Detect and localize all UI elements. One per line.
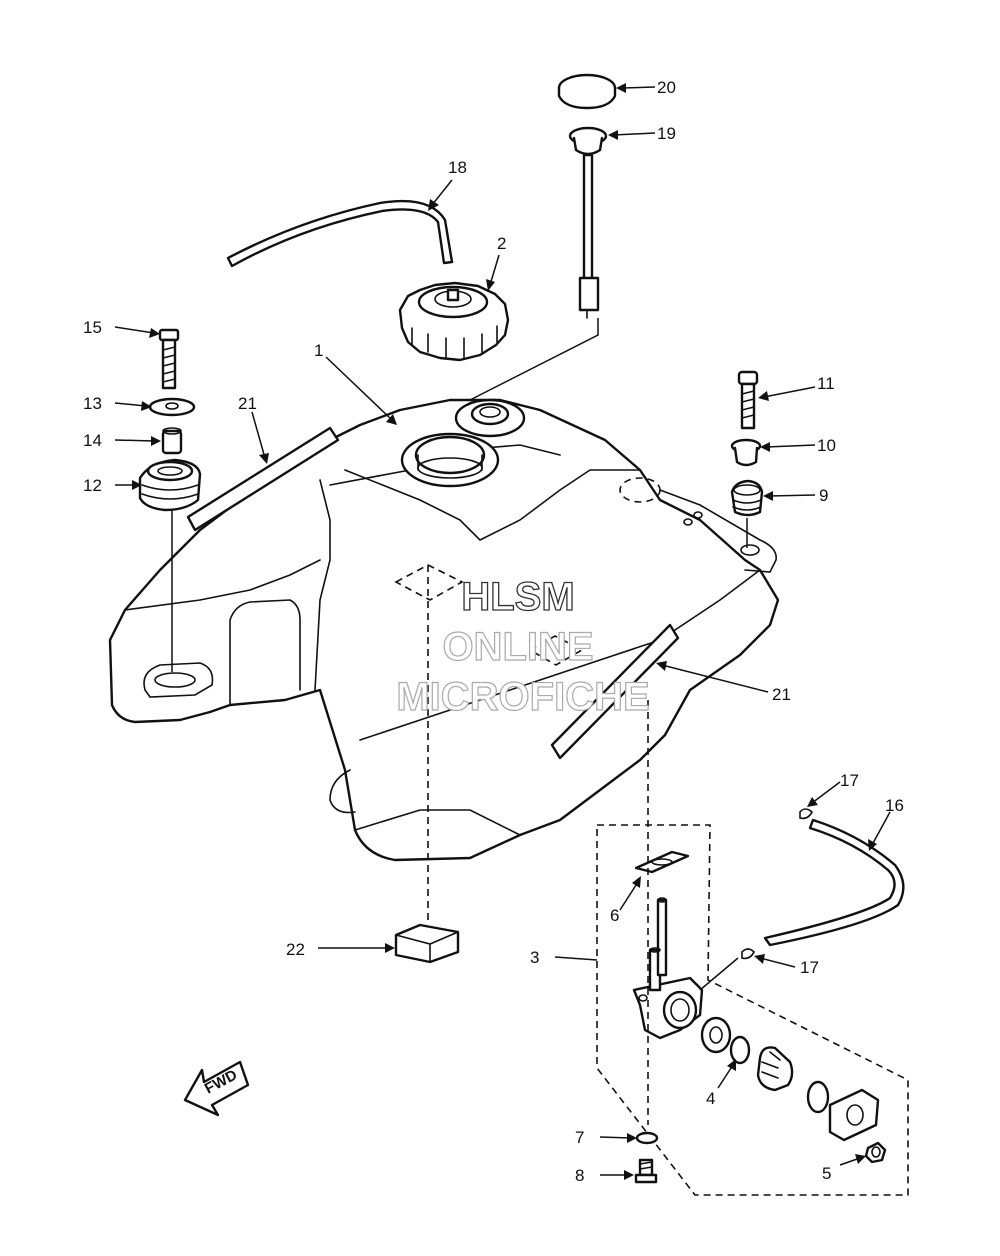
- fuel-gauge: [568, 126, 608, 319]
- drain-screw-8: [634, 1158, 658, 1184]
- callout-3: 3: [530, 948, 539, 967]
- fuel-tank: [108, 398, 780, 862]
- hose-clip-upper: [799, 808, 813, 820]
- oring-plate: [806, 1080, 830, 1114]
- callout-9: 9: [819, 486, 828, 505]
- callout-14: 14: [83, 431, 102, 450]
- breather-hose: [226, 199, 454, 268]
- callout-20: 20: [657, 78, 676, 97]
- fuel-hose: [763, 818, 905, 947]
- callout-13: 13: [83, 394, 102, 413]
- watermark-line-3: MICROFICHE: [396, 675, 649, 719]
- filter-gasket-6: [634, 850, 690, 874]
- forward-direction-arrow: FWD: [183, 1060, 250, 1117]
- callout-21: 21: [238, 394, 257, 413]
- gauge-cap-cover: [557, 73, 617, 110]
- gauge-mount: [454, 398, 526, 438]
- callout-10: 10: [817, 436, 836, 455]
- fuel-cock: [632, 897, 704, 1040]
- damper-9: [730, 479, 764, 517]
- watermark: HLSM ONLINE MICROFICHE: [396, 574, 651, 719]
- callout-11: 11: [817, 374, 835, 393]
- oring-4: [729, 1035, 751, 1065]
- watermark-line-2: ONLINE: [442, 625, 593, 669]
- fuel-cap: [398, 281, 510, 362]
- foam-block: [394, 923, 460, 964]
- fuel-cock-assembly-box: [596, 824, 909, 1196]
- callout-22: 22: [286, 940, 305, 959]
- foam-strip-left: [186, 426, 340, 532]
- callout-17: 17: [840, 771, 859, 790]
- hose-clip-lower: [741, 948, 755, 960]
- lever-disc: [700, 1016, 732, 1054]
- callout-labels: 20 19 18 2 15 1 13 21 14 12 11 10 9 21 1…: [83, 78, 904, 1185]
- washer-13: [148, 397, 196, 417]
- callout-4: 4: [706, 1089, 715, 1108]
- callout-2: 2: [497, 234, 506, 253]
- screw-5: [864, 1141, 887, 1164]
- callout-18: 18: [448, 158, 467, 177]
- callout-5: 5: [822, 1164, 831, 1183]
- callout-6: 6: [610, 906, 619, 925]
- callout-12: 12: [83, 476, 102, 495]
- bolt-15: [158, 328, 180, 390]
- callout-19: 19: [657, 124, 676, 143]
- callout-7: 7: [575, 1128, 584, 1147]
- callout-17-lower: 17: [800, 958, 819, 977]
- damper-12: [138, 458, 202, 512]
- callout-21-right: 21: [772, 685, 791, 704]
- callout-16: 16: [885, 796, 904, 815]
- foam-strip-right: [550, 623, 680, 760]
- bolt-11: [737, 370, 759, 430]
- collar-10: [730, 438, 762, 467]
- callout-1: 1: [314, 341, 323, 360]
- watermark-line-1: HLSM: [461, 575, 574, 619]
- gauge-install-line: [469, 318, 599, 401]
- callout-15: 15: [83, 318, 102, 337]
- washer-7: [635, 1131, 659, 1145]
- callout-8: 8: [575, 1166, 584, 1185]
- lever: [756, 1046, 794, 1092]
- filler-neck: [400, 432, 500, 488]
- collar-14: [161, 427, 183, 455]
- leader-lines: [114, 83, 891, 1180]
- cover-plate: [828, 1088, 880, 1142]
